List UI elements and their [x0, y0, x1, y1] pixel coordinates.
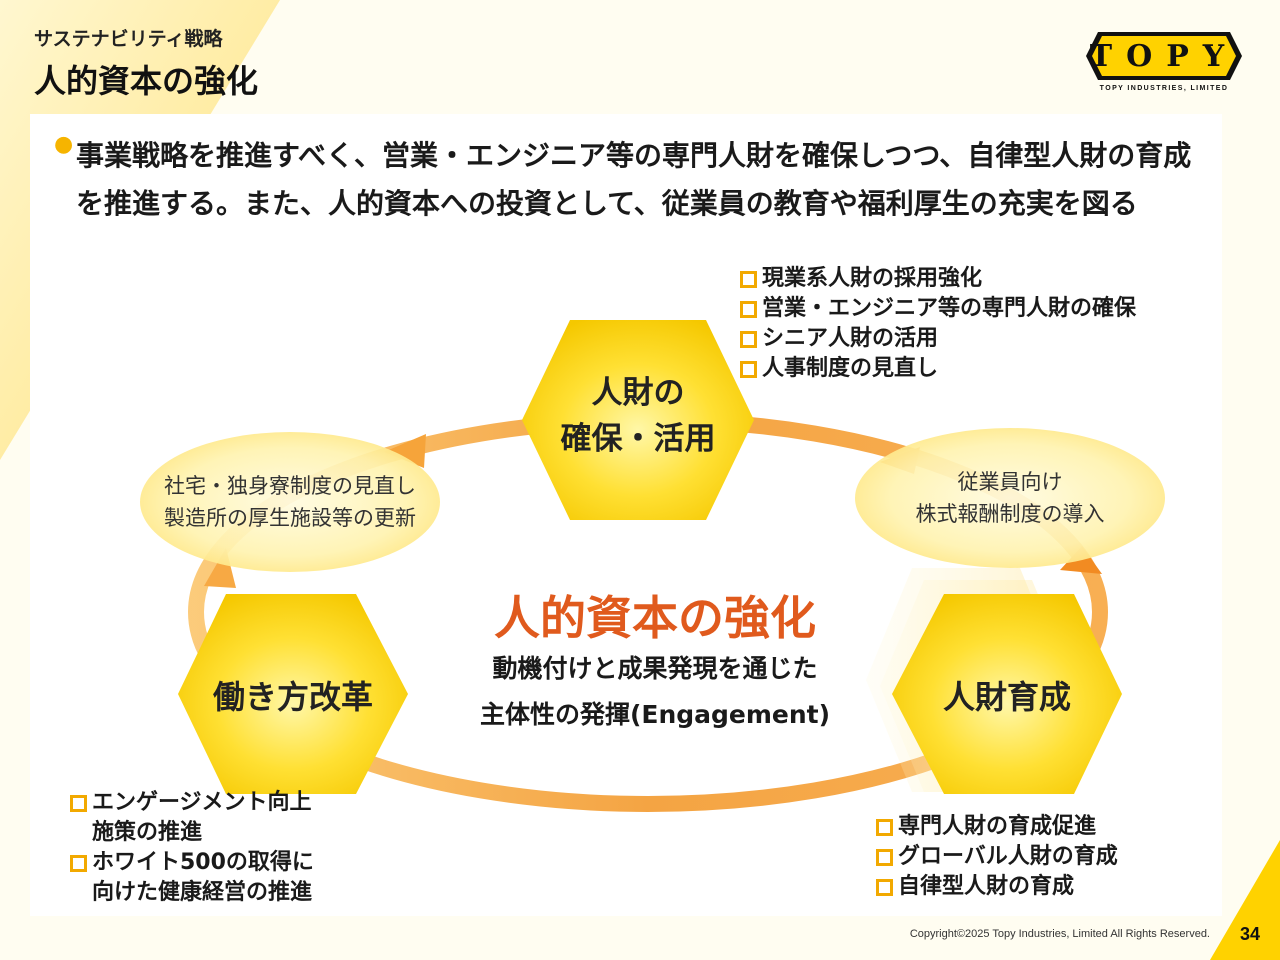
oval-right-line1: 従業員向け [957, 470, 1063, 494]
hexagon-top [522, 320, 754, 520]
page-title: 人的資本の強化 [34, 62, 259, 100]
list-item: シニア人財の活用 [738, 324, 1218, 354]
hexagon-left-label: 働き方改革 [212, 678, 373, 716]
corner-decoration-bottom-right [1210, 840, 1280, 960]
hexagon-top-label-line2: 確保・活用 [560, 421, 716, 457]
list-talent-development: 専門人財の育成促進 グローバル人財の育成 自律型人財の育成 [874, 812, 1204, 902]
checkbox-icon [876, 849, 893, 866]
checkbox-icon [70, 855, 87, 872]
hexagon-top-label-line1: 人財の [591, 375, 685, 411]
list-work-style-reform: エンゲージメント向上施策の推進 ホワイト500の取得に向けた健康経営の推進 [68, 788, 388, 908]
copyright-notice: Copyright©2025 Topy Industries, Limited … [909, 928, 1210, 940]
list-item-label: 専門人財の育成促進 [898, 814, 1097, 839]
svg-text:TOPY INDUSTRIES, LIMITED: TOPY INDUSTRIES, LIMITED [1100, 85, 1229, 92]
list-item: グローバル人財の育成 [874, 842, 1204, 872]
arrowhead-top-left [384, 434, 426, 468]
checkbox-icon [876, 819, 893, 836]
list-item-label: グローバル人財の育成 [898, 844, 1118, 869]
checkbox-icon [740, 271, 757, 288]
list-item-label: エンゲージメント向上 [92, 790, 312, 815]
list-item: 自律型人財の育成 [874, 872, 1204, 902]
checkbox-icon [70, 795, 87, 812]
oval-right-label: 従業員向け 株式報酬制度の導入 [860, 466, 1160, 530]
oval-right-line2: 株式報酬制度の導入 [915, 502, 1105, 526]
list-item-label: 人事制度の見直し [762, 356, 939, 381]
list-item-label: 向けた健康経営の推進 [92, 880, 313, 905]
hexagon-right-label: 人財育成 [942, 678, 1071, 716]
checkbox-icon [740, 361, 757, 378]
list-item-label: 営業・エンジニア等の専門人財の確保 [762, 296, 1137, 321]
list-item: エンゲージメント向上施策の推進 [68, 788, 388, 848]
topy-logo: TOPY TOPY INDUSTRIES, LIMITED [1086, 32, 1242, 92]
bullet-dot: ● [54, 132, 74, 157]
oval-left-label: 社宅・独身寮制度の見直し 製造所の厚生施設等の更新 [130, 470, 450, 534]
center-subtitle-line1: 動機付けと成果発現を通じた [492, 654, 818, 683]
list-item: 現業系人財の採用強化 [738, 264, 1218, 294]
intro-text: 事業戦略を推進すべく、営業・エンジニア等の専門人財を確保しつつ、自律型人財の育成… [76, 139, 1192, 220]
oval-right [855, 428, 1165, 568]
checkbox-icon [876, 879, 893, 896]
hexagon-right [892, 594, 1122, 794]
oval-left-line1: 社宅・独身寮制度の見直し [164, 474, 416, 498]
list-item: 専門人財の育成促進 [874, 812, 1204, 842]
svg-text:TOPY: TOPY [1090, 39, 1238, 74]
category-label: サステナビリティ戦略 [34, 28, 223, 50]
center-title: 人的資本の強化 [494, 591, 816, 645]
hexagon-left [178, 594, 408, 794]
oval-left-line2: 製造所の厚生施設等の更新 [164, 506, 416, 530]
checkbox-icon [740, 331, 757, 348]
checkbox-icon [740, 301, 757, 318]
list-item: ホワイト500の取得に向けた健康経営の推進 [68, 848, 388, 908]
list-talent-acquisition: 現業系人財の採用強化 営業・エンジニア等の専門人財の確保 シニア人財の活用 人事… [738, 264, 1218, 384]
center-subtitle-line2: 主体性の発揮(Engagement) [479, 700, 831, 729]
list-item: 人事制度の見直し [738, 354, 1218, 384]
list-item: 営業・エンジニア等の専門人財の確保 [738, 294, 1218, 324]
list-item-label: シニア人財の活用 [762, 326, 939, 351]
page-number: 34 [1239, 924, 1261, 944]
hexagon-top-label: 人財の 確保・活用 [522, 370, 754, 462]
list-item-label: 自律型人財の育成 [898, 874, 1075, 899]
list-item-label: 施策の推進 [92, 820, 203, 845]
list-item-label: ホワイト500の取得に [92, 850, 314, 875]
list-item-label: 現業系人財の採用強化 [762, 266, 983, 291]
center-subtitle: 動機付けと成果発現を通じた 主体性の発揮(Engagement) [440, 646, 870, 738]
oval-left [140, 432, 440, 572]
